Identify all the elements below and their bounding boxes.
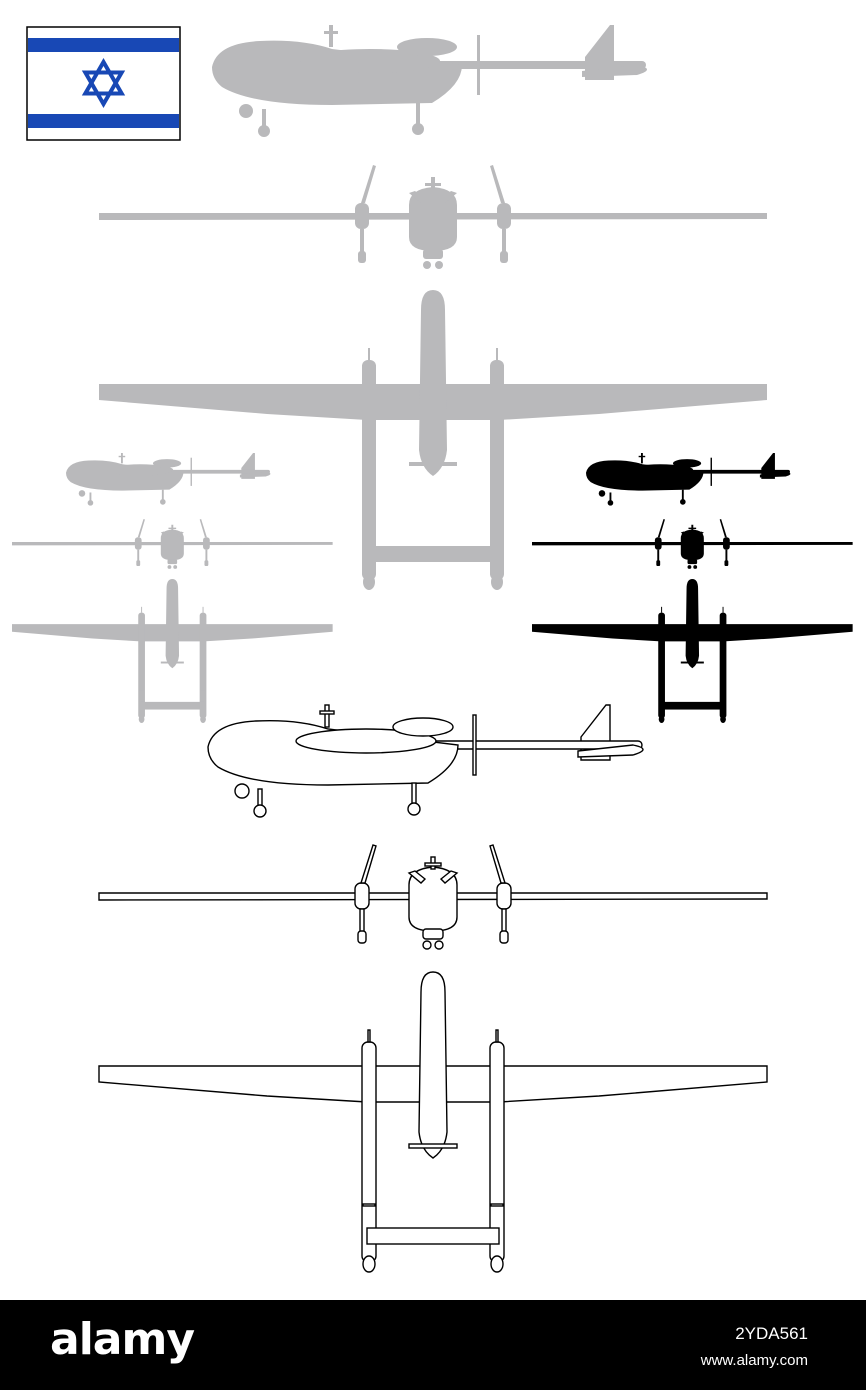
drone-front-view-black-small (532, 519, 853, 569)
drone-drawing-sheet (12, 25, 853, 1273)
drone-top-view-gray-small (12, 579, 333, 723)
drone-top-view-outline (98, 971, 768, 1273)
drone-front-view-gray-large (99, 165, 767, 269)
watermark-logo: alamy (50, 1314, 195, 1365)
drone-side-view-black-small (586, 453, 791, 506)
watermark-image-id: 2YDA561 (735, 1324, 808, 1343)
drone-front-view-gray-small (12, 519, 333, 569)
drone-side-view-gray-small (66, 453, 271, 506)
drone-side-view-outline (207, 704, 644, 818)
drone-front-view-outline (98, 844, 768, 950)
drone-side-view-gray-large (212, 25, 647, 137)
watermark-site: www.alamy.com (700, 1352, 808, 1369)
stock-watermark-bar: alamy 2YDA561 www.alamy.com (0, 1300, 866, 1390)
israel-flag-icon (26, 26, 181, 141)
drone-top-view-black-small (532, 579, 853, 723)
